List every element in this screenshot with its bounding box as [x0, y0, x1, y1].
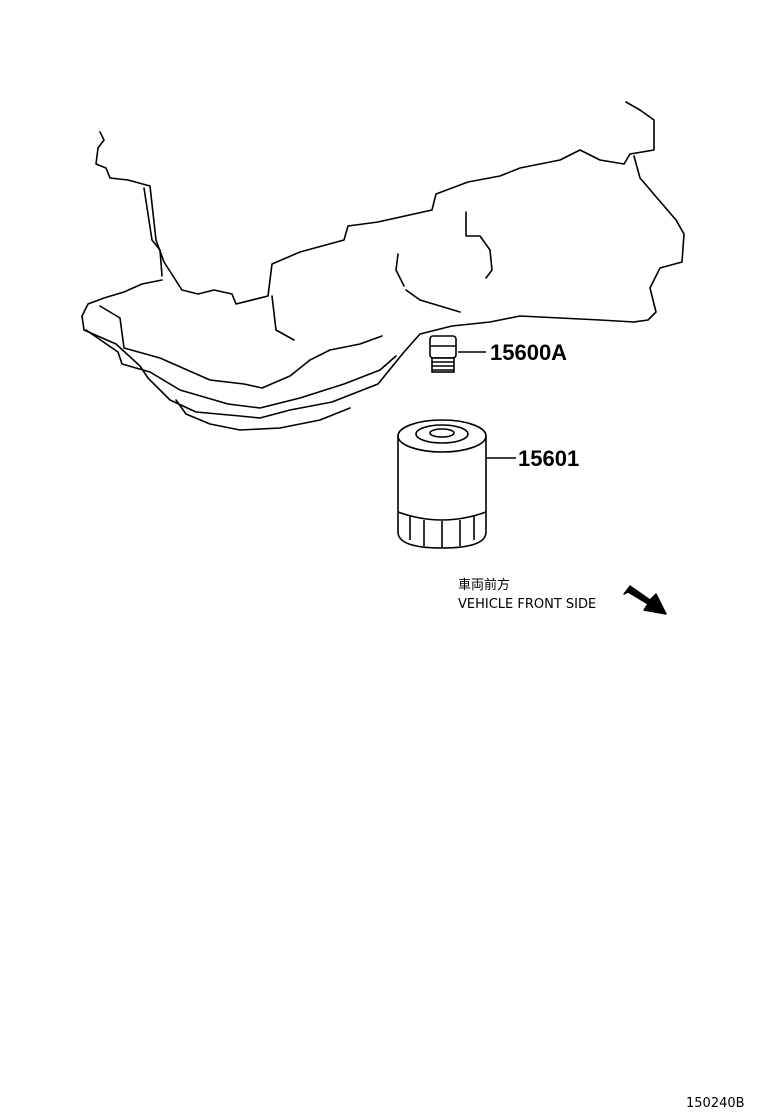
oil-filter-illustration — [397, 419, 516, 549]
part-number-label[interactable]: 15600A — [490, 340, 567, 365]
vehicle-front-label-en: VEHICLE FRONT SIDE — [458, 597, 596, 612]
engine-oil-pan-illustration — [81, 101, 685, 431]
arrow-down-right-icon — [623, 585, 667, 615]
vehicle-front-label-ja: 車両前方 — [458, 577, 510, 593]
illustration-code: 150240B — [686, 1096, 745, 1111]
part-number-label[interactable]: 15601 — [518, 446, 579, 471]
drain-plug-illustration — [429, 335, 486, 373]
